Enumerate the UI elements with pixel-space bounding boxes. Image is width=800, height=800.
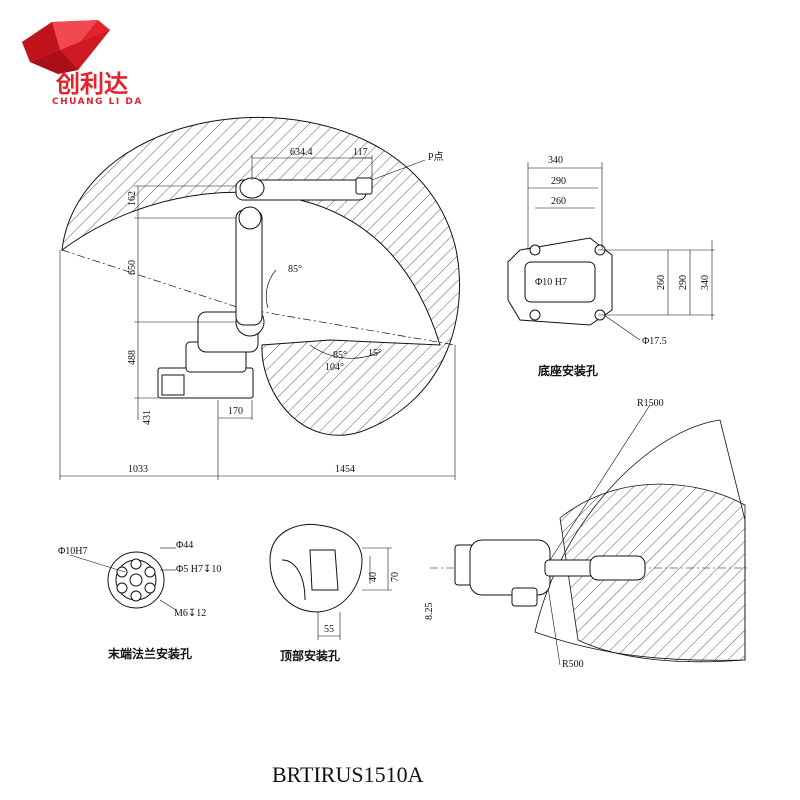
top-view-envelope — [430, 404, 750, 666]
brand-name-cn: 创利达 — [55, 70, 128, 98]
top-holes-dimensions — [317, 547, 392, 640]
angle-label: 85° — [333, 350, 347, 361]
dim-rear-reach: 1033 — [128, 464, 148, 475]
base-dim-v: 290 — [678, 275, 689, 290]
brand-name-en: CHUANG LI DA — [52, 97, 143, 107]
model-name: BRTIRUS1510A — [272, 762, 424, 787]
flange-view — [107, 551, 165, 609]
top-holes-caption: 顶部安装孔 — [280, 648, 340, 663]
base-dim-h: 290 — [551, 176, 566, 187]
top-hole-dim: 70 — [390, 572, 401, 582]
flange-pin-hole: Φ5 H7↧10 — [176, 564, 221, 575]
dim-upper-arm-offset: 162 — [127, 191, 138, 206]
flange-pin-diameter: Φ10H7 — [58, 546, 88, 557]
dim-front-reach: 1454 — [335, 464, 355, 475]
top-offset: 8.25 — [424, 603, 435, 621]
base-pin-hole: Φ10 H7 — [535, 277, 567, 288]
brand-logo — [22, 20, 110, 74]
flange-outer-diameter: Φ44 — [176, 540, 193, 551]
base-holes-caption: 底座安装孔 — [538, 363, 598, 378]
flange-caption: 末端法兰安装孔 — [108, 646, 192, 661]
dim-top-reach: 634.4 — [290, 147, 313, 158]
side-view-dimensions — [59, 155, 456, 480]
p-point-label: P点 — [428, 151, 444, 163]
robot-top-body — [454, 539, 646, 607]
dim-base-height: 431 — [142, 410, 153, 425]
base-holes-dimensions — [527, 162, 715, 341]
flange-thread: M6↧12 — [174, 608, 206, 619]
base-dim-v: 260 — [656, 275, 667, 290]
base-dim-h: 340 — [548, 155, 563, 166]
flange-leaders — [69, 547, 177, 611]
top-radius-inner: R500 — [562, 659, 584, 670]
angle-label: 85° — [288, 264, 302, 275]
dim-base-width: 170 — [228, 406, 243, 417]
top-radius-outer: R1500 — [637, 398, 664, 409]
angle-label: 15° — [368, 348, 382, 359]
base-holes-view — [507, 237, 613, 326]
dim-flange-offset: 117 — [353, 147, 368, 158]
base-mount-hole: Φ17.5 — [642, 336, 667, 347]
base-dim-v: 340 — [700, 275, 711, 290]
dim-lower-arm: 650 — [127, 260, 138, 275]
base-dim-h: 260 — [551, 196, 566, 207]
dim-shoulder-height: 488 — [127, 350, 138, 365]
top-hole-dim: 40 — [368, 572, 379, 582]
top-hole-dim: 55 — [324, 624, 334, 635]
top-holes-view — [269, 523, 363, 613]
angle-label: 104° — [325, 362, 344, 373]
